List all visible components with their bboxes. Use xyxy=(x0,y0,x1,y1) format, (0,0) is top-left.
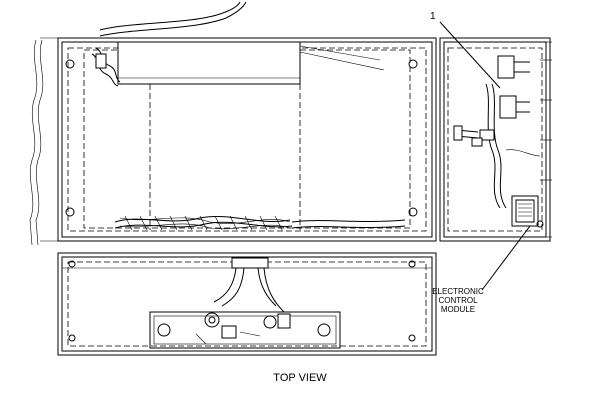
view-title: TOP VIEW xyxy=(273,372,327,384)
right-panel xyxy=(439,37,552,242)
leader-lines xyxy=(439,21,531,291)
ecm-label-line3: MODULE xyxy=(440,305,476,314)
ecm-label-line1: ELECTRONIC xyxy=(432,287,484,296)
callout-number-1: 1 xyxy=(430,11,436,22)
ecm-label: ELECTRONIC CONTROL MODULE xyxy=(428,287,488,314)
bottom-wire-bundle xyxy=(114,215,406,231)
ecm-label-line2: CONTROL xyxy=(438,296,478,305)
left-harness xyxy=(91,47,121,87)
top-cable xyxy=(99,1,247,37)
upper-cover-box xyxy=(117,41,385,230)
left-break-lines xyxy=(29,39,44,246)
lower-panel xyxy=(57,252,437,356)
